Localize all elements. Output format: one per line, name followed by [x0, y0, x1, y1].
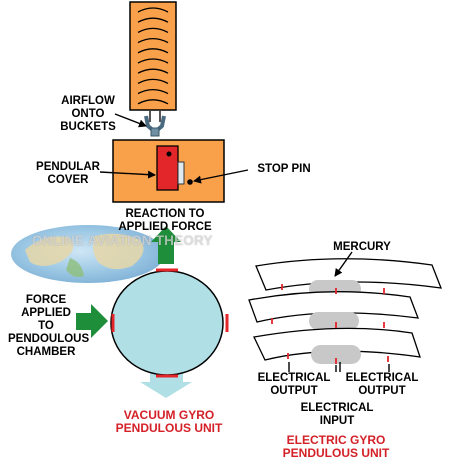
- electrical-output-left-label: ELECTRICAL OUTPUT: [257, 372, 331, 397]
- electric-title: ELECTRIC GYRO PENDULOUS UNIT: [282, 433, 390, 460]
- pendular-cover-box: [112, 139, 225, 203]
- air-nozzle: [144, 111, 166, 137]
- watermark-text: ONLINE AVIATION THEORY: [32, 233, 213, 248]
- force-label: FORCE APPLIED TO PENDOULOUS CHAMBER: [8, 294, 90, 358]
- reaction-label: REACTION TO APPLIED FORCE: [118, 208, 212, 233]
- watermark-globe: [11, 225, 165, 283]
- stop-pin-label: STOP PIN: [257, 163, 311, 175]
- pendular-cover-label: PENDULAR COVER: [36, 161, 100, 186]
- bucket-vane: [137, 48, 169, 54]
- bucket-vane: [137, 7, 169, 13]
- bucket-vane: [137, 78, 169, 84]
- bucket-vane: [137, 68, 169, 74]
- bucket-vane: [137, 17, 169, 23]
- bucket-vane: [137, 37, 169, 44]
- airflow-label: AIRFLOW ONTO BUCKETS: [60, 95, 116, 133]
- reaction-arrow: [151, 226, 181, 264]
- electrical-input-label: ELECTRICAL INPUT: [300, 402, 374, 427]
- leader-arrows: [99, 113, 390, 372]
- vacuum-title: VACUUM GYRO PENDULOUS UNIT: [115, 408, 223, 435]
- mercury-label: MERCURY: [333, 241, 391, 253]
- force-arrow: [76, 304, 108, 338]
- bucket-vane: [137, 99, 169, 105]
- bucket-vane: [137, 58, 169, 64]
- bucket-wheel: [129, 1, 177, 111]
- electrical-output-right-label: ELECTRICAL OUTPUT: [345, 372, 419, 397]
- bucket-vane: [137, 27, 169, 33]
- electric-tubes: [248, 258, 443, 364]
- bucket-vane: [137, 88, 169, 95]
- pendulous-chamber: [110, 268, 229, 398]
